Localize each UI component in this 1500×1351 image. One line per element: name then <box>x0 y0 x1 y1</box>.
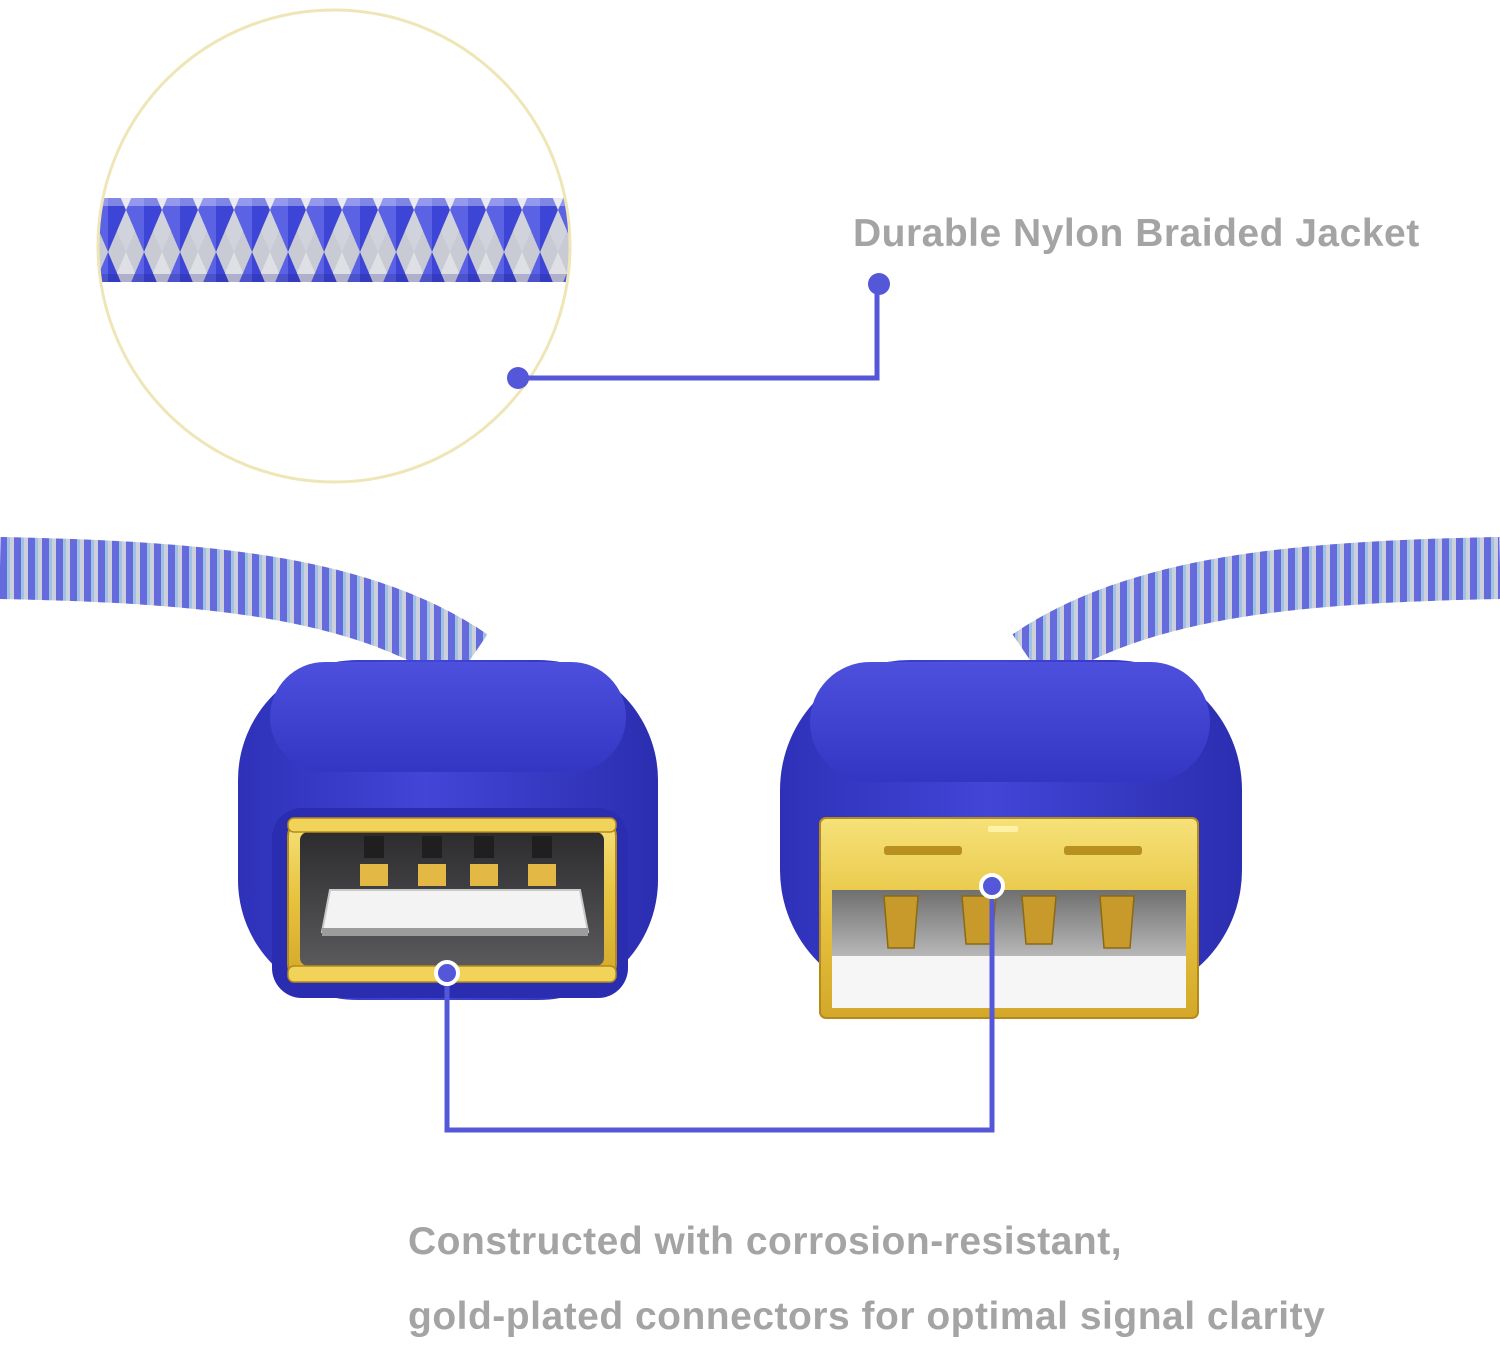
braided-cable-right <box>1012 537 1500 686</box>
jacket-callout-line <box>507 273 890 389</box>
magnifier-detail <box>96 8 572 484</box>
female-usb-connector <box>238 660 658 1000</box>
male-usb-connector <box>780 660 1242 1019</box>
connectors-caption-line2: gold-plated connectors for optimal signa… <box>408 1295 1326 1338</box>
callout-marker-icon <box>507 367 529 389</box>
callout-marker-icon <box>868 273 890 295</box>
connector-callout-line <box>434 873 1005 1133</box>
connectors-caption-line1: Constructed with corrosion-resistant, <box>408 1220 1123 1263</box>
jacket-caption: Durable Nylon Braided Jacket <box>853 212 1420 255</box>
connector-marker-icon <box>979 873 1005 899</box>
braided-cable-left <box>0 537 488 686</box>
connector-marker-icon <box>434 960 460 986</box>
